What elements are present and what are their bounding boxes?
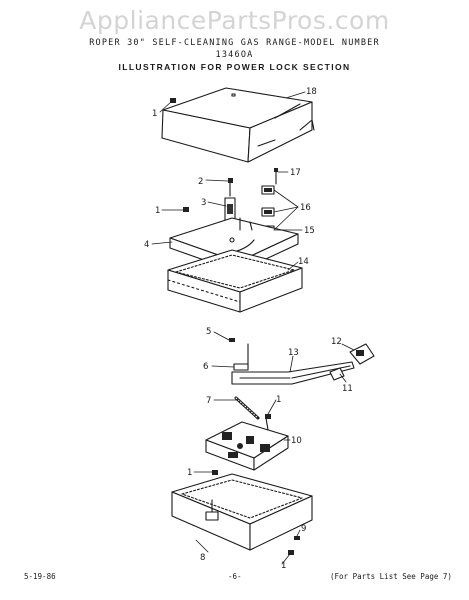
page-title: ROPER 30" SELF-CLEANING GAS RANGE-MODEL … (89, 38, 380, 48)
callout-label: 6 (203, 362, 208, 372)
leader-lines (151, 91, 355, 565)
callout-label: 9 (301, 524, 306, 534)
part-3-bracket (224, 178, 236, 225)
section-title: ILLUSTRATION FOR POWER LOCK SECTION (118, 62, 351, 72)
part-18-cover (161, 87, 315, 163)
callout-label: 10 (291, 436, 302, 446)
callout-label: 7 (206, 396, 211, 406)
part-14-housing (167, 249, 303, 313)
callout-label: 5 (206, 327, 211, 337)
part-10-lock-mechanism (205, 417, 289, 471)
callout-label: 17 (290, 168, 301, 178)
callout-label: 12 (331, 337, 342, 347)
part-8-base-tray (171, 473, 313, 551)
callout-label: 1 (281, 561, 286, 571)
callout-label: 15 (304, 226, 315, 236)
callout-label: 2 (198, 177, 203, 187)
callout-label: 1 (155, 206, 160, 216)
callout-label: 14 (298, 257, 309, 267)
model-number: 1346OA (215, 50, 254, 60)
callout-label: 11 (342, 384, 353, 394)
parts-15-16-17-clips (261, 168, 278, 235)
callout-label: 1 (152, 109, 157, 119)
callout-label: 1 (187, 468, 192, 478)
part-7-spring (234, 396, 260, 420)
callout-label: 3 (201, 198, 206, 208)
watermark-text: AppliancePartsPros.com (79, 6, 390, 35)
callout-label: 8 (200, 553, 205, 563)
footer-parts-list-note: (For Parts List See Page 7) (330, 572, 452, 581)
callout-label: 4 (144, 240, 149, 250)
footer-page-number: -6- (228, 572, 242, 581)
callout-label: 18 (306, 87, 317, 97)
callout-label: 1 (276, 395, 281, 405)
screws (170, 98, 294, 555)
footer-date: 5-19-86 (24, 572, 56, 581)
callout-numbers: 1 2 3 1 4 18 17 16 15 14 5 6 13 12 11 7 … (144, 87, 353, 571)
parts-5-6-13-linkage (229, 338, 375, 385)
callout-label: 13 (288, 348, 299, 358)
callout-label: 16 (300, 203, 311, 213)
